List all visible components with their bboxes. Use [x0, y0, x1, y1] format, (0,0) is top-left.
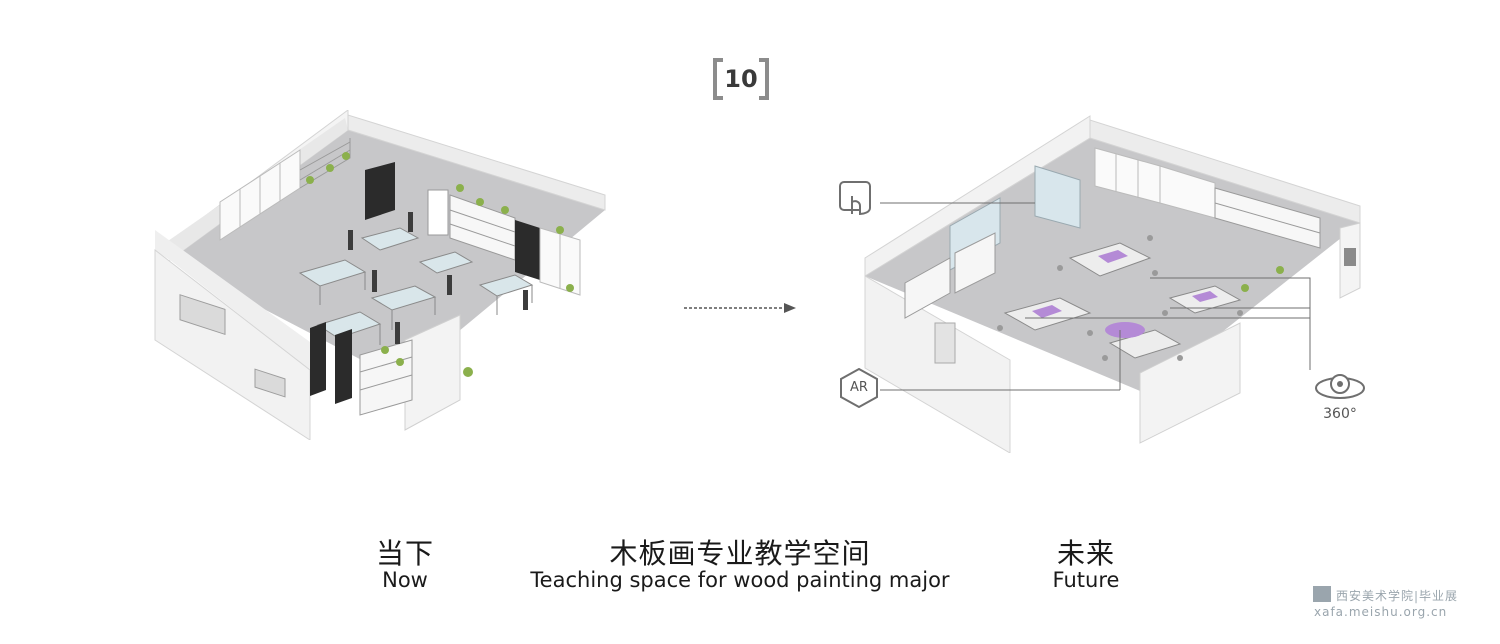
- ar-icon: AR: [838, 368, 880, 408]
- now-title-cn: 当下: [375, 537, 434, 570]
- now-title-en: Now: [382, 568, 428, 592]
- ar-label: AR: [850, 380, 868, 395]
- current-classroom-illustration: [154, 110, 606, 440]
- watermark-school: 西安美术学院|毕业展: [1336, 589, 1459, 603]
- view-360-icon: 360°: [1310, 368, 1370, 428]
- future-classroom-illustration: [864, 115, 1361, 453]
- watermark-url: xafa.meishu.org.cn: [1314, 605, 1448, 619]
- main-title-en: Teaching space for wood painting major: [530, 568, 950, 592]
- view-360-label: 360°: [1323, 406, 1357, 422]
- touch-hand-icon: [838, 180, 880, 222]
- transition-arrow: [684, 303, 796, 313]
- section-number: 10: [724, 65, 758, 93]
- bracket-frame-icon: [713, 58, 769, 100]
- section-number-badge: 10: [713, 58, 769, 100]
- future-title-cn: 未来: [1056, 537, 1115, 570]
- main-title-cn: 木板画专业教学空间: [609, 537, 871, 570]
- school-logo-icon: [1313, 586, 1331, 602]
- future-title-en: Future: [1052, 568, 1120, 592]
